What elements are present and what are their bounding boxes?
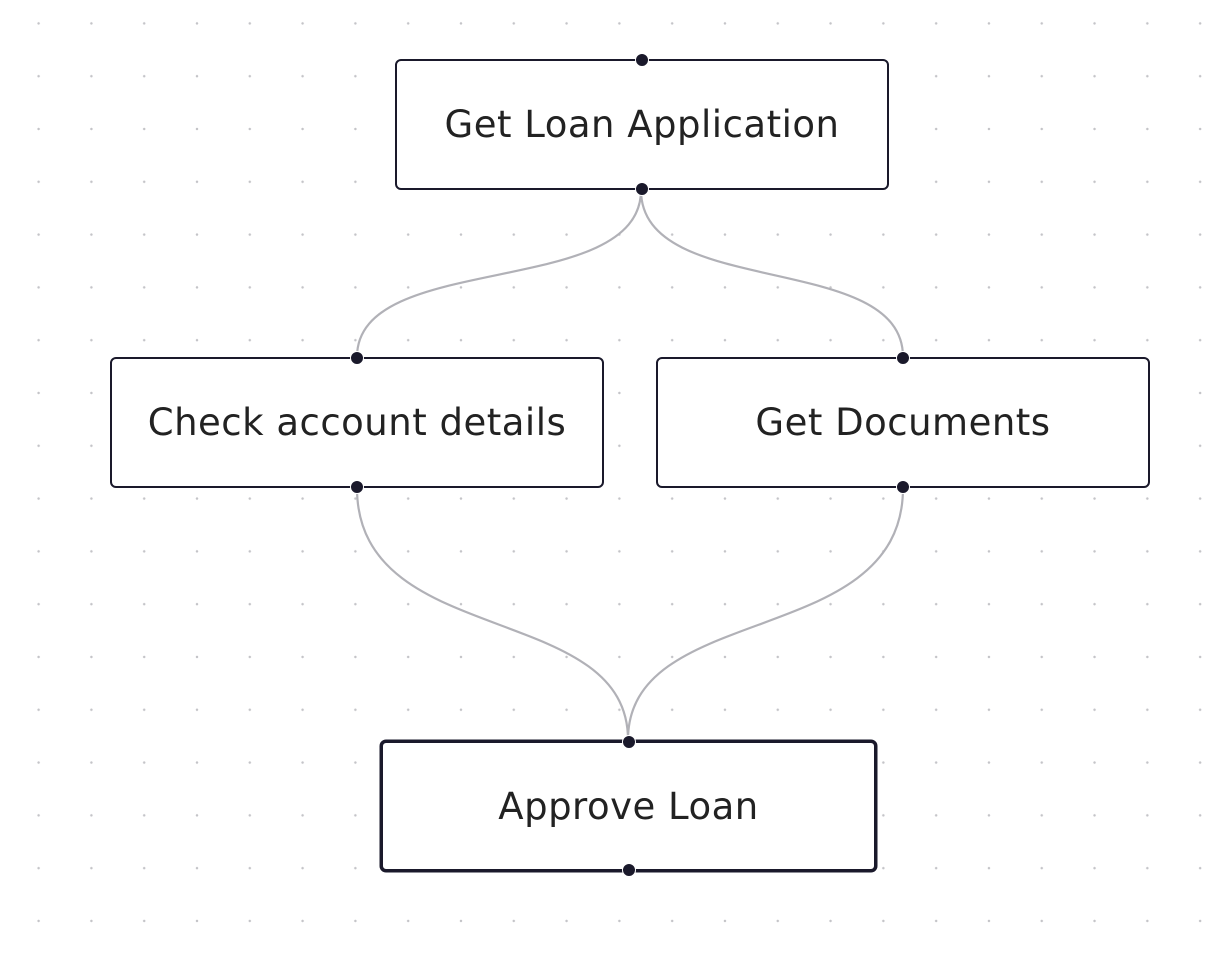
node-label: Get Loan Application [444, 103, 840, 146]
edge-n2-n4[interactable] [355, 487, 630, 741]
source-handle[interactable] [621, 863, 636, 877]
target-handle[interactable] [635, 53, 649, 67]
edge-n3-n4[interactable] [626, 487, 905, 741]
source-handle[interactable] [635, 182, 649, 196]
node-get-documents[interactable]: Get Documents [656, 351, 1150, 494]
target-handle[interactable] [896, 351, 910, 365]
edge-n1-n3[interactable] [639, 189, 905, 358]
target-handle[interactable] [350, 351, 364, 365]
node-label: Approve Loan [498, 784, 759, 828]
node-label: Get Documents [755, 401, 1051, 444]
source-handle[interactable] [350, 480, 364, 494]
edge-n1-n2[interactable] [355, 189, 643, 358]
source-handle[interactable] [896, 480, 910, 494]
node-check-account-details[interactable]: Check account details [110, 351, 604, 494]
node-get-loan-application[interactable]: Get Loan Application [395, 53, 889, 196]
node-label: Check account details [147, 401, 567, 444]
target-handle[interactable] [621, 735, 636, 749]
node-approve-loan[interactable]: Approve Loan [380, 735, 877, 877]
